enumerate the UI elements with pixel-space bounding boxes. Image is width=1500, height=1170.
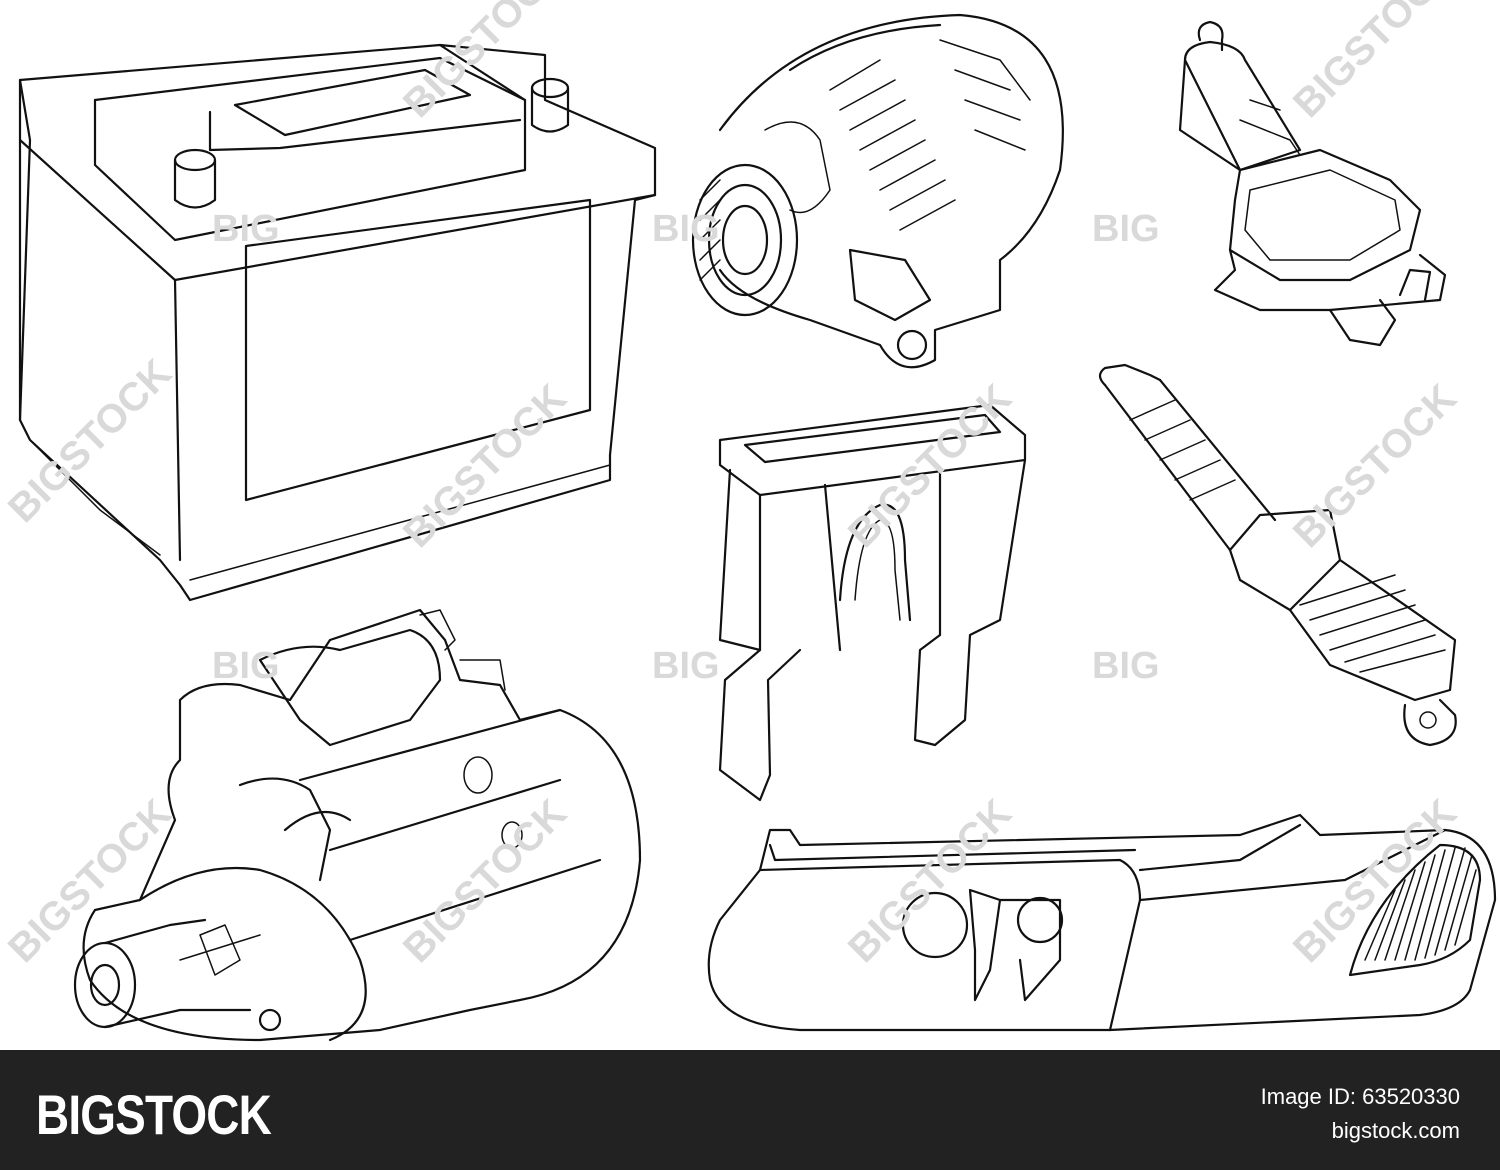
- headlight-bulb-icon: [1178, 20, 1447, 347]
- fuse-icon: [718, 403, 1027, 802]
- battery-icon: [18, 43, 657, 602]
- spark-plug-icon: [1098, 363, 1457, 747]
- starter-motor-icon: [73, 608, 642, 1042]
- headlamp-icon: [707, 813, 1497, 1032]
- image-id-label: Image ID: 63520330: [1260, 1084, 1460, 1109]
- brand-logo: BIGSTOCK: [36, 1083, 272, 1146]
- footer-bar: BIGSTOCK Image ID: 63520330 bigstock.com: [0, 1050, 1500, 1170]
- auto-parts-illustration: [18, 13, 1497, 1042]
- alternator-icon: [691, 13, 1064, 369]
- site-link[interactable]: bigstock.com: [1331, 1118, 1460, 1143]
